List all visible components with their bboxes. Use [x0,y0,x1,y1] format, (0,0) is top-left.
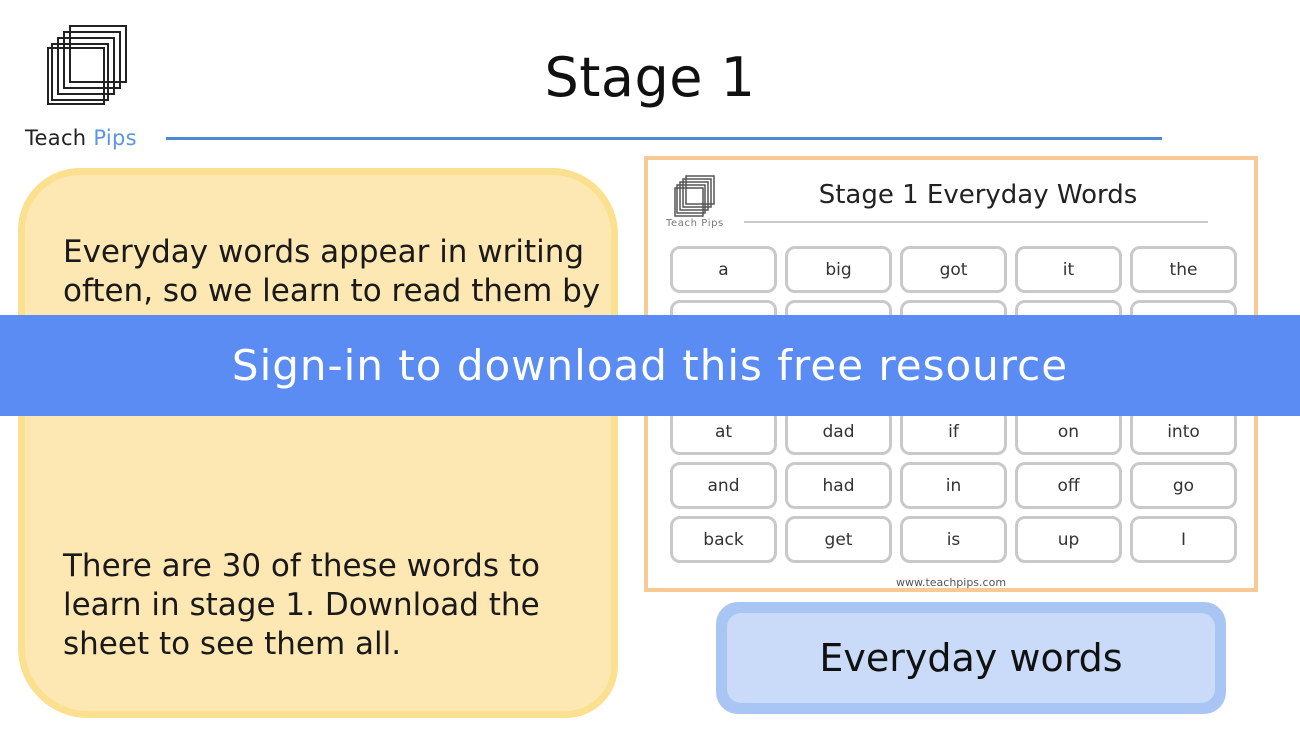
worksheet-logo-text: Teach Pips [666,218,724,229]
worksheet-footer-url: www.teachpips.com [895,576,1007,589]
word-cell: got [900,246,1007,293]
everyday-words-label: Everyday words [727,613,1215,703]
word-cell: is [900,516,1007,563]
brand-name-part1: Teach [25,126,94,150]
word-cell: off [1015,462,1122,509]
word-cell: in [900,462,1007,509]
word-cell: back [670,516,777,563]
word-cell: big [785,246,892,293]
word-cell: a [670,246,777,293]
sign-in-banner-text: Sign-in to download this free resource [231,341,1069,390]
info-paragraph-2: There are 30 of these words to learn in … [63,548,540,662]
teach-pips-logo[interactable]: Teach Pips [22,22,162,152]
word-cell: and [670,462,777,509]
worksheet-logo-icon [674,175,715,217]
brand-name: Teach Pips [25,126,137,150]
everyday-words-button[interactable]: Everyday words [716,602,1226,714]
brand-name-part2: Pips [93,126,137,150]
page-title: Stage 1 [544,46,756,109]
worksheet-divider [744,221,1208,223]
word-cell: it [1015,246,1122,293]
word-cell: I [1130,516,1237,563]
sign-in-banner[interactable]: Sign-in to download this free resource [0,315,1300,416]
word-cell: had [785,462,892,509]
info-card: Everyday words appear in writing often, … [18,168,618,718]
word-cell: the [1130,246,1237,293]
stacked-squares-icon [47,25,127,105]
word-cell: go [1130,462,1237,509]
word-cell: up [1015,516,1122,563]
title-divider [166,137,1162,140]
worksheet-title: Stage 1 Everyday Words [818,180,1138,210]
word-cell: get [785,516,892,563]
